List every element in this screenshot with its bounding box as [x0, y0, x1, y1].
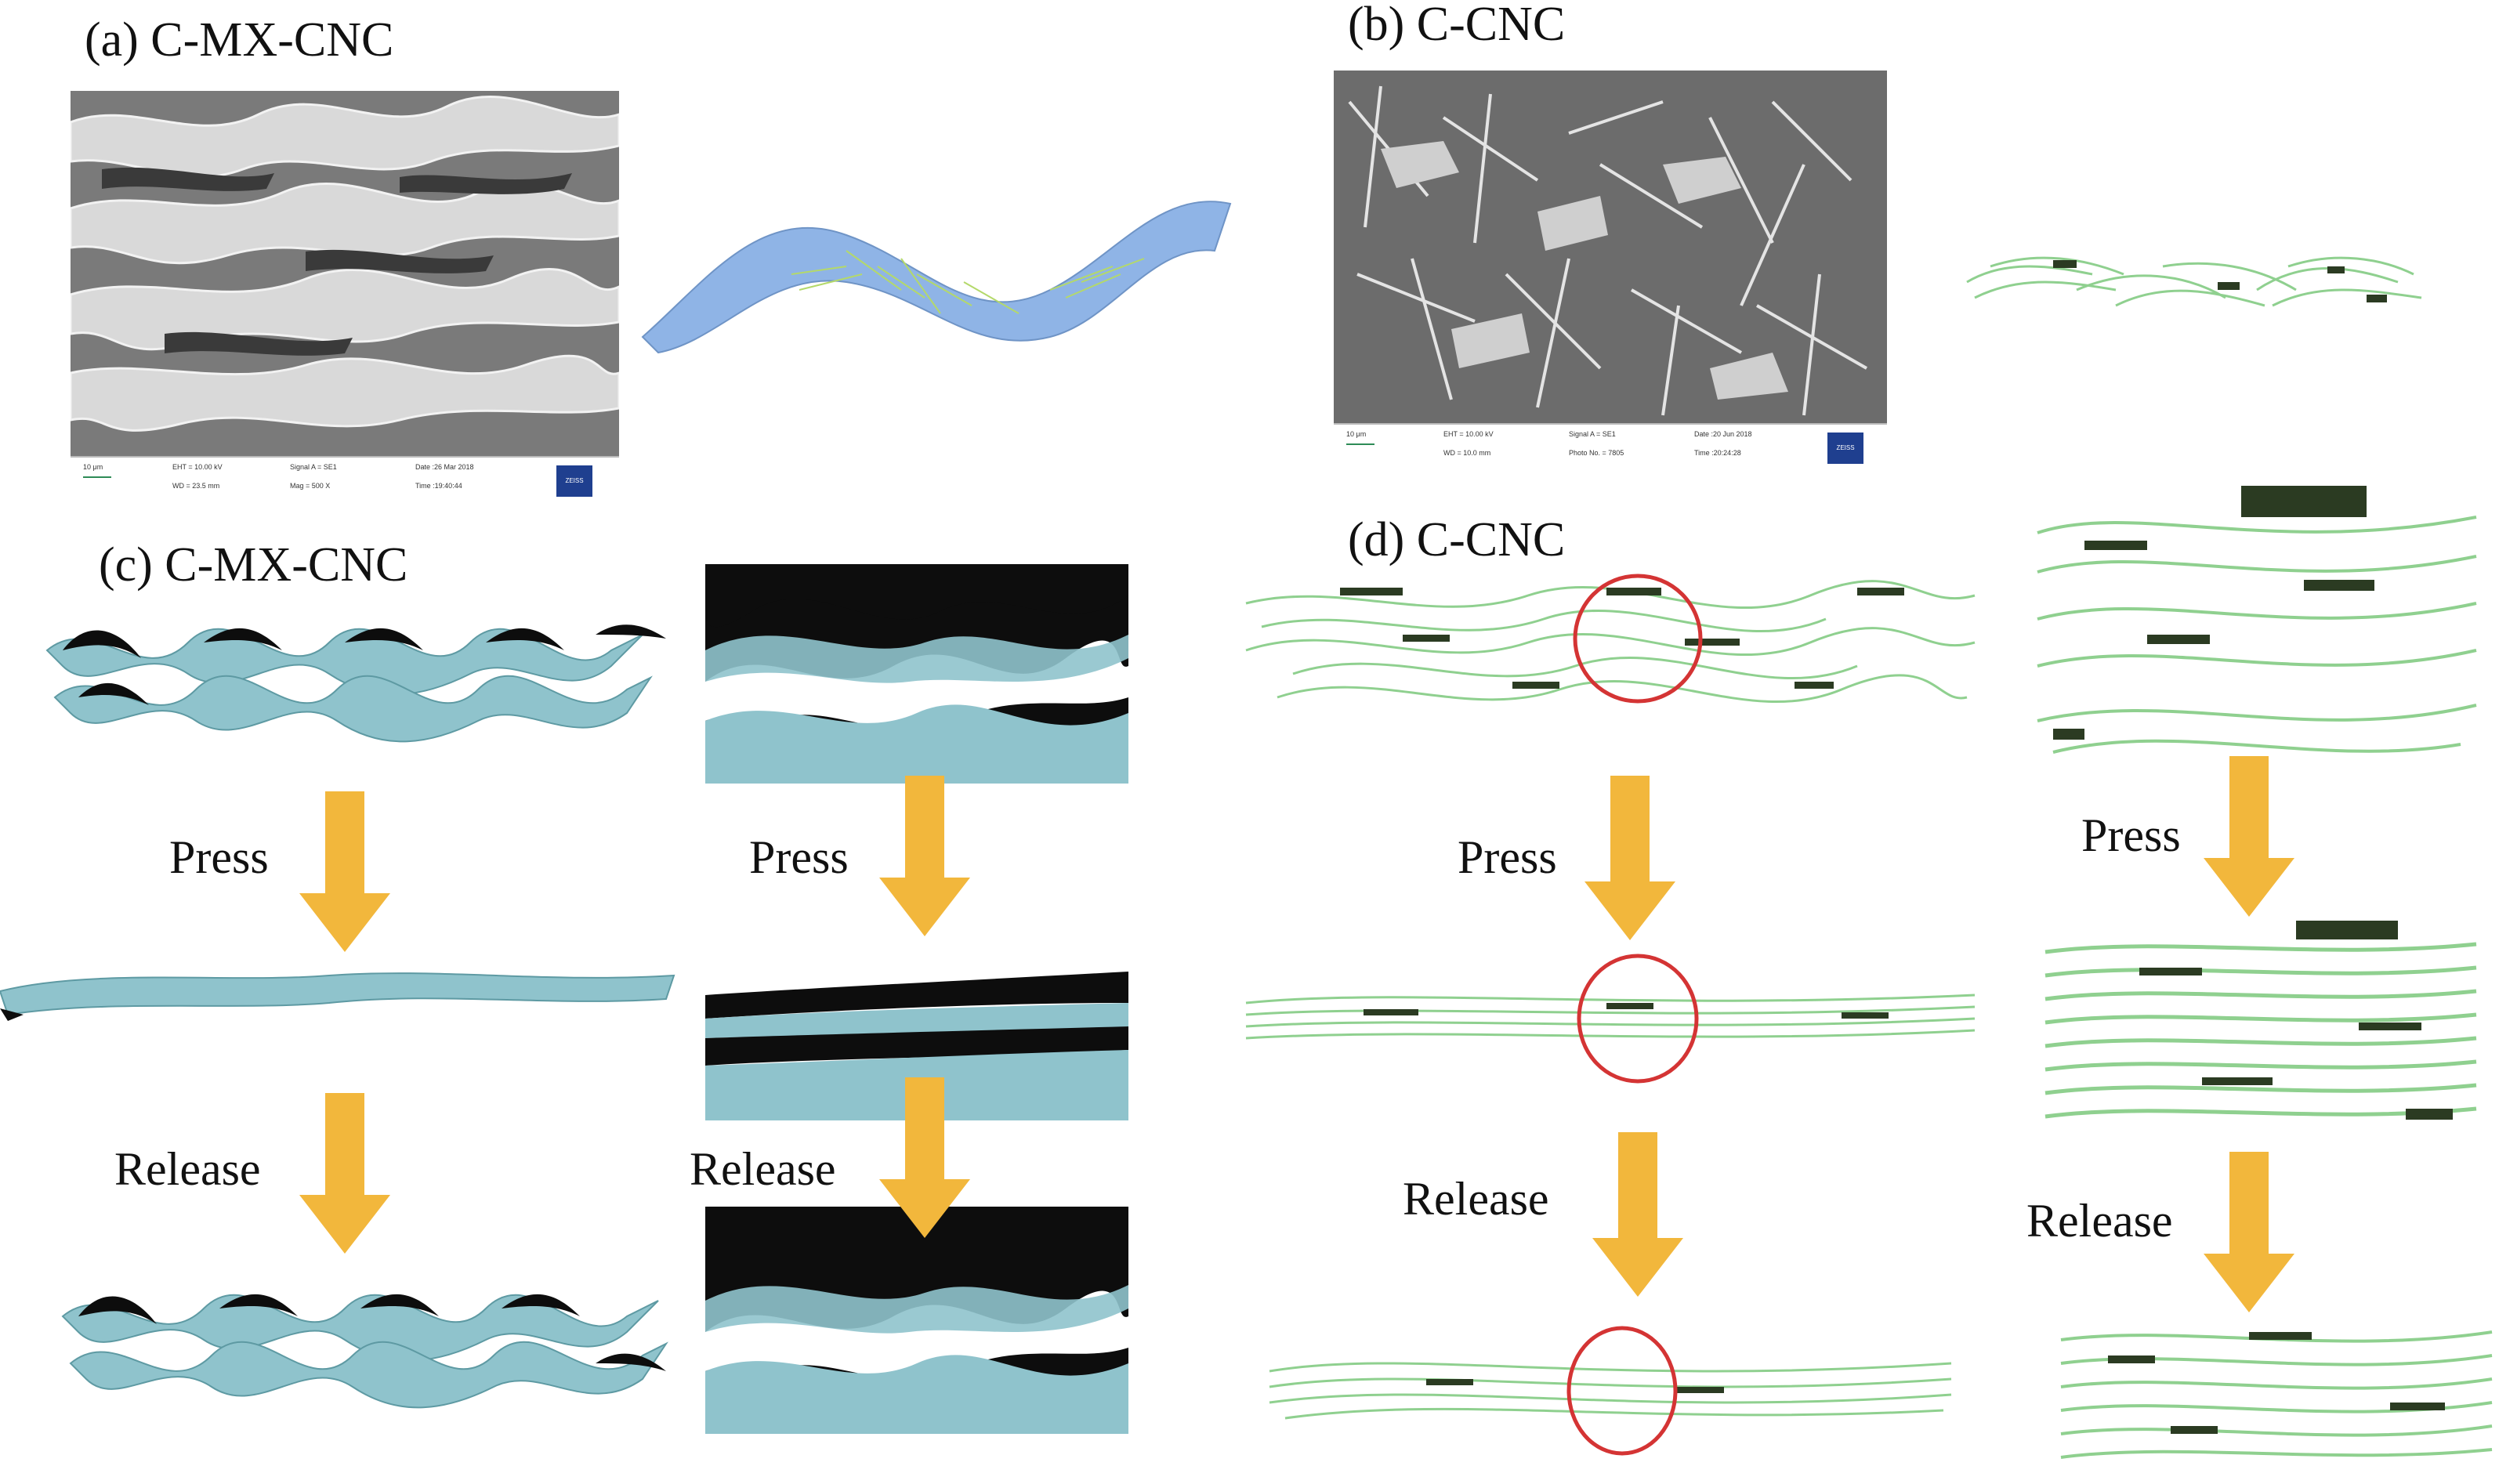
arrow-down-d-left-release	[1592, 1132, 1683, 1297]
sem-image-b: 10 μm EHT = 10.00 kV WD = 10.0 mm Signal…	[1334, 71, 1887, 473]
panel-label-d: (d) C-CNC	[1348, 513, 1566, 566]
sem-a-scale: 10 μm	[83, 463, 103, 471]
cnc-fiber-stack-d-left-top	[1245, 580, 1976, 704]
sem-b-time: Time :20:24:28	[1694, 449, 1741, 457]
sem-b-scale: 10 μm	[1346, 430, 1367, 438]
arrow-down-d-right-release	[2204, 1152, 2294, 1312]
sem-a-signal: Signal A = SE1	[290, 463, 337, 471]
cnc-cluster-illustration-b	[1966, 256, 2422, 307]
cnc-zoomed-d-right-top	[2037, 486, 2477, 754]
cnc-fiber-released-d-left	[1269, 1362, 1952, 1420]
arrow-down-d-right-press	[2204, 756, 2294, 917]
red-circle-d-bottom	[1566, 1326, 1678, 1456]
mxene-zoomed-c-right-bottom	[705, 1207, 1128, 1434]
sem-info-bar-a: 10 μm EHT = 10.00 kV WD = 23.5 mm Signal…	[71, 456, 619, 506]
sem-b-scalebar	[1346, 443, 1374, 445]
sem-b-date: Date :20 Jun 2018	[1694, 430, 1752, 438]
press-label-c-left: Press	[169, 831, 269, 883]
mxene-zoomed-c-right-top	[705, 564, 1128, 784]
press-label-c-right: Press	[749, 831, 849, 883]
sem-a-date: Date :26 Mar 2018	[415, 463, 474, 471]
cnc-fiber-pressed-d-left	[1245, 994, 1976, 1040]
red-circle-d-top	[1573, 574, 1703, 704]
sem-b-eht: EHT = 10.00 kV	[1443, 430, 1494, 438]
sem-info-bar-b: 10 μm EHT = 10.00 kV WD = 10.0 mm Signal…	[1334, 423, 1887, 473]
arrow-down-c-left-release	[299, 1093, 390, 1254]
panel-label-a: (a) C-MX-CNC	[85, 13, 394, 67]
arrow-down-c-left-press	[299, 791, 390, 952]
mxene-sheet-illustration-a	[641, 201, 1232, 354]
mxene-wavy-stack-c-left-bottom	[61, 1294, 668, 1409]
panel-label-c: (c) C-MX-CNC	[99, 538, 408, 592]
sem-b-signal: Signal A = SE1	[1569, 430, 1616, 438]
release-label-d-left: Release	[1403, 1173, 1549, 1225]
press-label-d-right: Press	[2081, 809, 2181, 861]
sem-b-wd: WD = 10.0 mm	[1443, 449, 1491, 457]
sem-a-mag: Mag = 500 X	[290, 482, 331, 490]
mxene-wavy-stack-c-left-top	[45, 624, 666, 743]
zeiss-logo-b: ZEISS	[1827, 433, 1863, 464]
release-label-c-right: Release	[690, 1143, 836, 1195]
sem-image-a: 10 μm EHT = 10.00 kV WD = 23.5 mm Signal…	[71, 91, 619, 506]
sem-a-scalebar	[83, 476, 111, 478]
arrow-down-c-right-release	[879, 1077, 970, 1238]
arrow-down-d-left-press	[1585, 776, 1675, 940]
cnc-zoomed-d-right-pressed	[2044, 921, 2477, 1120]
release-label-d-right: Release	[2026, 1195, 2173, 1247]
sem-texture-b	[1334, 71, 1887, 425]
mxene-pressed-sheet-c-left	[0, 972, 675, 1021]
arrow-down-c-right-press	[879, 776, 970, 936]
press-label-d-left: Press	[1458, 831, 1557, 883]
zeiss-logo-a: ZEISS	[556, 465, 592, 497]
release-label-c-left: Release	[114, 1143, 261, 1195]
sem-a-eht: EHT = 10.00 kV	[172, 463, 223, 471]
panel-label-b: (b) C-CNC	[1348, 0, 1566, 51]
sem-a-wd: WD = 23.5 mm	[172, 482, 220, 490]
sem-texture-a	[71, 91, 619, 458]
red-circle-d-middle	[1577, 954, 1699, 1084]
sem-b-photo: Photo No. = 7805	[1569, 449, 1624, 457]
sem-a-time: Time :19:40:44	[415, 482, 462, 490]
cnc-zoomed-d-right-released	[2060, 1330, 2493, 1459]
